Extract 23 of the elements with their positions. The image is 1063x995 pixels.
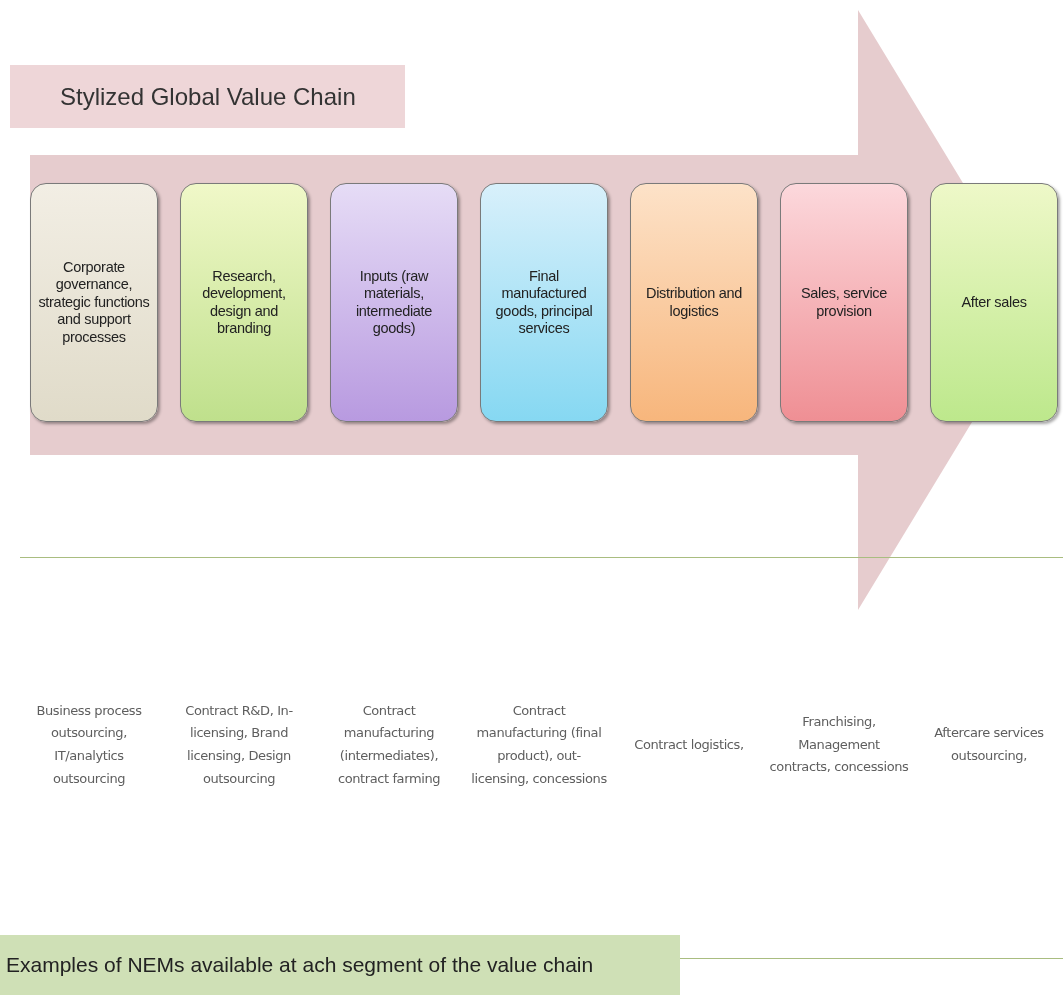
stage-box bbox=[630, 183, 758, 422]
stage-label: Inputs (raw materials, intermediate goods) bbox=[354, 267, 434, 338]
stage-box bbox=[930, 183, 1058, 422]
stage-box bbox=[480, 183, 608, 422]
example-text: Business process outsourcing, IT/analytics outsourcing bbox=[35, 701, 143, 788]
stage-box bbox=[30, 183, 158, 422]
caption-text: Examples of NEMs available at ach segment of the value chain bbox=[6, 953, 594, 977]
stage-label: Research, development, design and branding bbox=[201, 267, 287, 338]
title: Stylized Global Value Chain bbox=[60, 82, 356, 111]
stage-label: After sales bbox=[961, 293, 1027, 312]
example-text: Contract manufacturing (intermediates), contract farming bbox=[336, 701, 442, 788]
stage-label: Distribution and logistics bbox=[645, 285, 743, 320]
stage-label: Final manufactured goods, principal services bbox=[494, 267, 594, 338]
example-text: Contract logistics, bbox=[634, 735, 744, 754]
example-text: Contract R&D, In-licensing, Brand licensing, Design outsourcing bbox=[184, 701, 294, 788]
example-text: Contract manufacturing (final product), out-licensing, concessions bbox=[470, 701, 608, 788]
stage-box bbox=[780, 183, 908, 422]
stage-box bbox=[330, 183, 458, 422]
stage-box bbox=[180, 183, 308, 422]
stage-label: Sales, service provision bbox=[799, 285, 889, 320]
example-text: Aftercare services outsourcing, bbox=[933, 724, 1045, 765]
stage-label: Corporate governance, strategic functions and support processes bbox=[37, 259, 151, 346]
example-text: Franchising, Management contracts, concessions bbox=[769, 712, 909, 777]
